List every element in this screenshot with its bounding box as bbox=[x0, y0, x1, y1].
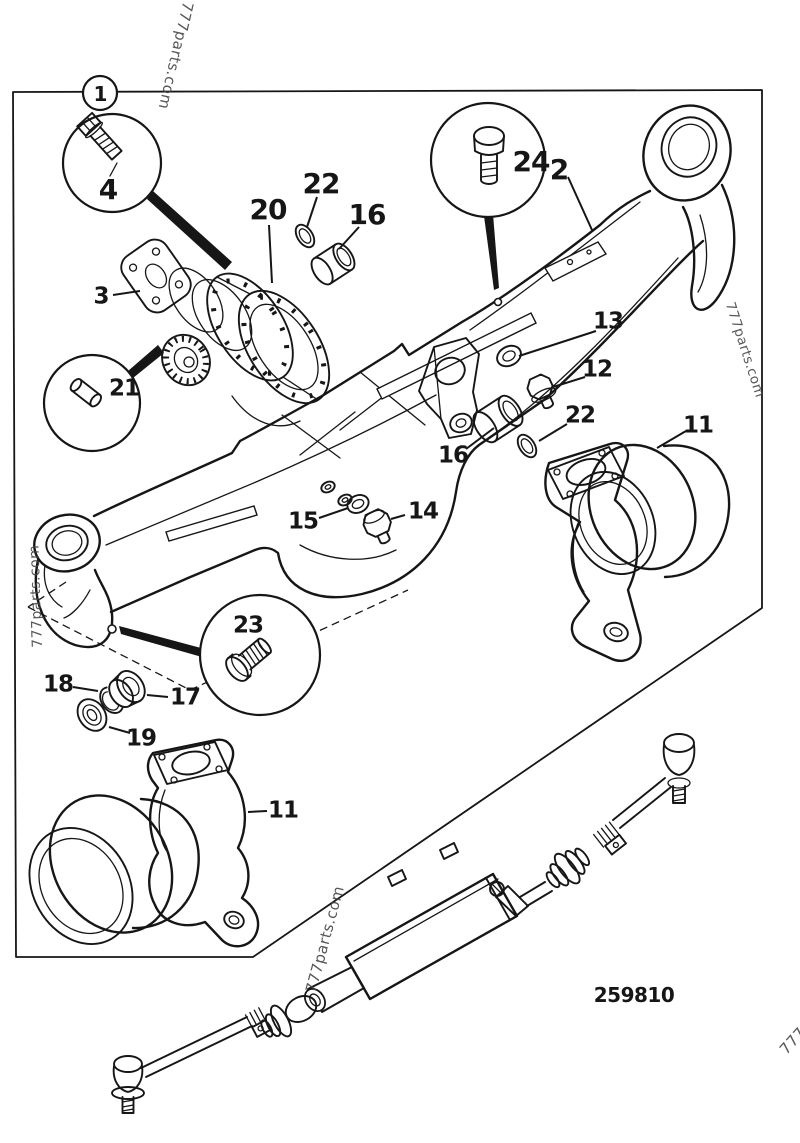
drawing-number: 259810 bbox=[593, 983, 675, 1007]
differential-assembly bbox=[120, 238, 331, 427]
part-label-4: 4 bbox=[98, 173, 119, 206]
plug-24 bbox=[473, 126, 505, 185]
diagram-frame bbox=[12, 89, 763, 958]
seal-22-lower bbox=[516, 433, 538, 459]
seal-22-upper bbox=[294, 223, 316, 249]
part-label-18: 18 bbox=[42, 671, 74, 698]
screw-23 bbox=[225, 637, 272, 682]
steering-cylinder-assembly bbox=[111, 733, 696, 1114]
detail-circle-screw-23 bbox=[198, 593, 322, 717]
washer-13 bbox=[496, 344, 522, 368]
swivel-hub-right bbox=[544, 441, 731, 662]
figure-callout-circle bbox=[81, 74, 119, 112]
part-label-2: 2 bbox=[549, 153, 570, 186]
seal-19 bbox=[76, 698, 108, 732]
part-label-21: 21 bbox=[108, 375, 140, 402]
part-label-13: 13 bbox=[592, 308, 624, 335]
detail-circle-plug-24 bbox=[429, 101, 547, 219]
part-label-22-lower: 22 bbox=[564, 402, 596, 429]
part-label-23: 23 bbox=[232, 612, 264, 639]
part-label-11-bottom: 11 bbox=[267, 797, 299, 824]
part-label-15: 15 bbox=[287, 508, 319, 535]
part-label-22-upper: 22 bbox=[302, 167, 341, 200]
part-label-3: 3 bbox=[93, 283, 109, 310]
detail-circle-pin-21 bbox=[42, 353, 142, 453]
axle-housing bbox=[33, 104, 736, 649]
tie-rod-end-right bbox=[662, 733, 696, 804]
part-label-24: 24 bbox=[512, 145, 551, 178]
part-label-17: 17 bbox=[169, 684, 201, 711]
part-label-20: 20 bbox=[249, 193, 288, 226]
part-label-16-upper: 16 bbox=[348, 198, 387, 231]
swivel-hub-bottom bbox=[28, 738, 260, 948]
tie-rod-end-left bbox=[111, 1055, 145, 1114]
plug-14 bbox=[362, 508, 392, 545]
bolt-12 bbox=[526, 373, 557, 410]
circlip-18 bbox=[99, 686, 124, 714]
bearing-cup-17 bbox=[108, 670, 146, 708]
bushing-16-upper bbox=[310, 242, 356, 286]
pin-21 bbox=[69, 378, 102, 408]
part-label-11-right: 11 bbox=[682, 412, 714, 439]
bushing-16-lower bbox=[472, 394, 524, 444]
part-label-16-lower: 16 bbox=[437, 442, 469, 469]
detail-circle-bolt-4 bbox=[61, 111, 163, 214]
detail-pointers bbox=[104, 191, 503, 657]
part-label-19: 19 bbox=[125, 725, 157, 752]
figure-callout-number: 1 bbox=[93, 82, 108, 106]
part-label-12: 12 bbox=[581, 356, 613, 383]
part-label-14: 14 bbox=[407, 498, 439, 525]
